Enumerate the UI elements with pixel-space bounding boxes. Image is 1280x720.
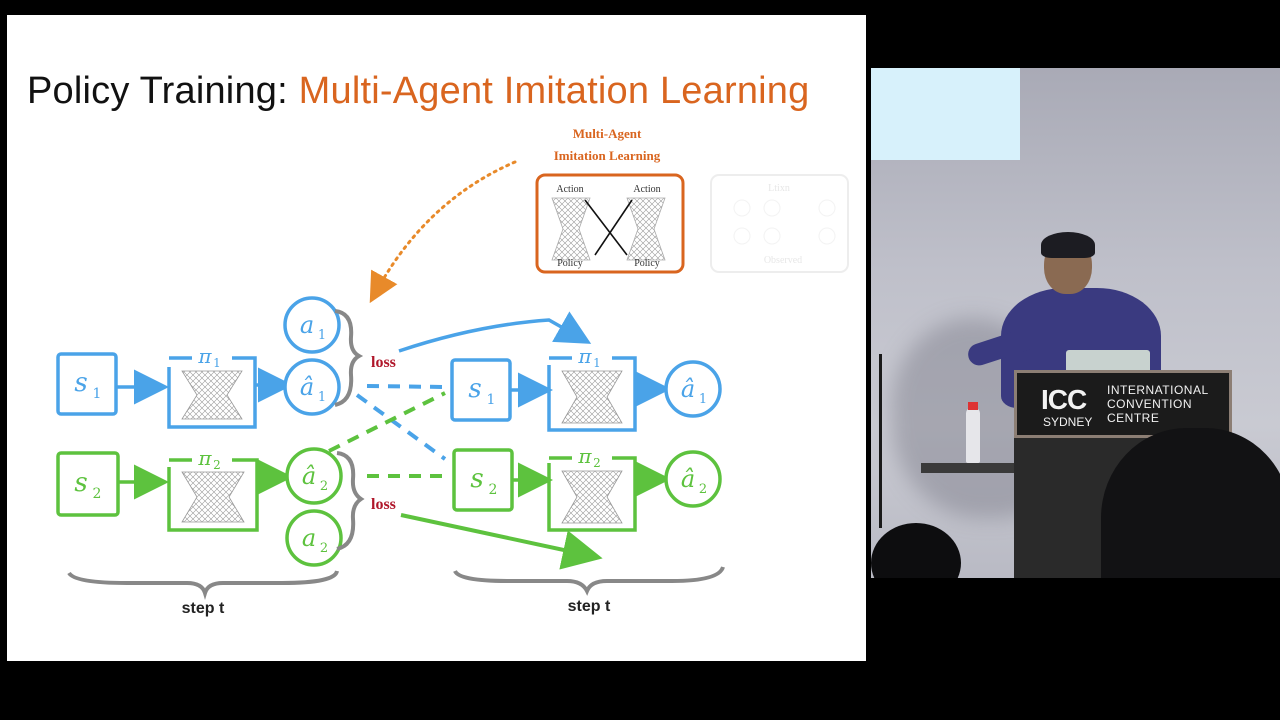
state-s2-sub: 2	[489, 482, 498, 498]
mic-stand	[879, 354, 882, 528]
action-a1hat-sub: 1	[699, 392, 707, 407]
slide-title-part2: Multi-Agent Imitation Learning	[298, 70, 810, 112]
state-s2-label: s	[74, 468, 87, 498]
policy-pi1-label: π	[197, 344, 212, 368]
action-a2hat-sub: 2	[320, 479, 328, 494]
neural-net-icon	[561, 470, 623, 524]
state-box-s1	[56, 352, 118, 416]
loss-brace-top	[334, 309, 364, 407]
neural-net-icon	[181, 370, 243, 420]
policy-pi2-sub: 2	[593, 456, 601, 470]
right-step-agent2: s 2 π 2 â 2	[452, 444, 722, 532]
action-a1hat-label: â	[681, 375, 695, 403]
policy-pi2-sub: 2	[213, 458, 221, 472]
callout-policy-right: Policy	[634, 258, 660, 269]
action-a2-sub: 2	[320, 541, 328, 556]
right-step-agent1: s 1 π 1 â 1	[450, 344, 722, 432]
action-a2hat-label: â	[681, 465, 695, 493]
speaker-camera-view: ICC SYDNEY INTERNATIONAL CONVENTION CENT…	[871, 68, 1280, 578]
water-bottle	[966, 408, 980, 463]
neural-net-icon	[181, 471, 245, 523]
venue-name: INTERNATIONAL CONVENTION CENTRE	[1107, 383, 1209, 425]
venue-city: SYDNEY	[1043, 415, 1093, 429]
state-s2-label: s	[470, 464, 483, 494]
neural-net-icon	[561, 370, 623, 424]
policy-pi1-label: π	[577, 344, 592, 368]
action-a2-circle	[285, 509, 343, 567]
step-brace-left	[67, 570, 339, 600]
long-arrow-blue	[398, 311, 592, 353]
policy-pi2-label: π	[577, 444, 592, 468]
state-box-s2	[56, 451, 120, 517]
cross-arrow	[584, 199, 628, 256]
policy-pi1-sub: 1	[593, 356, 601, 370]
action-a2hat-circle	[664, 450, 722, 508]
venue-logo: ICC	[1041, 384, 1087, 415]
slide-title-part1: Policy Training:	[27, 70, 299, 112]
callout-action-right: Action	[633, 184, 660, 195]
policy-pi1-sub: 1	[213, 356, 221, 370]
action-a1-circle	[283, 296, 341, 354]
action-a2hat-label: â	[302, 462, 316, 490]
policy-box-pi2	[167, 458, 259, 532]
slide-title: Policy Training: Multi-Agent Imitation L…	[27, 67, 809, 115]
neural-net-icon	[551, 197, 591, 261]
action-a1hat-circle	[283, 358, 341, 416]
action-a2hat-sub: 2	[699, 482, 707, 497]
loss-label-top: loss	[371, 354, 396, 371]
callout-pointer-arrow	[369, 160, 517, 304]
callout-action-left: Action	[556, 184, 583, 195]
faded-box-top-label: Ltixn	[768, 183, 790, 194]
left-step-agent2: s 2 π 2 â 2 a 2	[56, 446, 343, 567]
step-label-left: step t	[182, 600, 225, 617]
podium-sign: ICC SYDNEY INTERNATIONAL CONVENTION CENT…	[1014, 370, 1232, 438]
projector-screen	[871, 68, 1020, 160]
state-s1-sub: 1	[487, 392, 496, 408]
cross-arrow	[594, 199, 633, 256]
long-arrow-green	[400, 513, 603, 570]
action-a1hat-circle	[664, 360, 722, 418]
audience-head	[871, 523, 961, 578]
callout-title-line2: Imitation Learning	[554, 148, 661, 163]
state-s2-sub: 2	[93, 486, 102, 502]
action-a1hat-label: â	[300, 373, 314, 401]
faded-box: Ltixn Observed	[710, 174, 849, 273]
presentation-slide: Policy Training: Multi-Agent Imitation L…	[7, 15, 866, 661]
loss-label-bottom: loss	[371, 496, 396, 513]
action-a1hat-sub: 1	[318, 390, 326, 405]
speaker-hair	[1041, 232, 1095, 258]
action-a2-label: a	[302, 524, 316, 552]
action-a1-label: a	[300, 311, 314, 339]
policy-box-pi2	[547, 456, 637, 532]
policy-pi2-label: π	[197, 446, 212, 470]
policy-box-pi1	[547, 356, 637, 432]
left-step-agent1: s 1 π 1 a 1 â 1	[56, 296, 341, 429]
audience-head	[1101, 428, 1280, 578]
neural-net-icon	[626, 197, 666, 261]
callout-title-line1: Multi-Agent	[573, 126, 642, 141]
dashed-link	[355, 393, 447, 461]
bottle-cap	[968, 402, 978, 410]
dashed-link	[366, 384, 446, 389]
side-table	[921, 463, 1021, 473]
policy-box-pi1	[167, 356, 257, 429]
dashed-link	[328, 391, 446, 453]
step-brace-right	[453, 566, 725, 596]
imitation-learning-diagram: Multi-Agent Imitation Learning Action Ac…	[56, 126, 849, 617]
callout-box: Action Action Policy Policy	[535, 173, 685, 274]
faded-box-bottom-label: Observed	[764, 255, 802, 266]
state-s1-sub: 1	[93, 386, 102, 402]
action-a2hat-circle	[285, 447, 343, 505]
action-a1-sub: 1	[318, 328, 326, 343]
state-s1-label: s	[468, 374, 481, 404]
callout-policy-left: Policy	[557, 258, 583, 269]
step-label-right: step t	[568, 598, 611, 615]
loss-brace-bottom	[336, 451, 365, 551]
state-s1-label: s	[74, 368, 87, 398]
